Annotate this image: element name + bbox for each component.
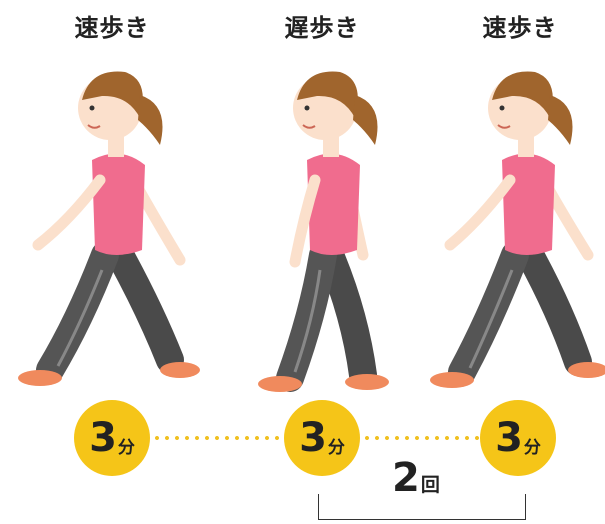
walking-woman-slow-illustration	[258, 71, 389, 392]
timer-unit: 分	[523, 437, 541, 458]
timer-badge-3: 3 分	[480, 400, 556, 476]
timer-unit: 分	[327, 437, 345, 458]
timer-badge-1: 3 分	[74, 400, 150, 476]
walking-woman-fast-illustration	[18, 71, 200, 386]
repeat-value: 2	[392, 455, 420, 501]
fast-walk-label-2: 速歩き	[482, 14, 558, 42]
timer-value: 3	[495, 415, 523, 461]
dotted-connector-2	[362, 436, 480, 440]
slow-walk-label: 遅歩き	[284, 14, 360, 42]
repeat-bracket	[318, 494, 526, 520]
timer-value: 3	[89, 415, 117, 461]
timer-unit: 分	[117, 437, 135, 458]
dotted-connector-1	[152, 436, 282, 440]
walking-woman-fast-illustration-2	[430, 71, 605, 388]
repeat-count: 2 回	[392, 458, 440, 498]
repeat-unit: 回	[420, 474, 440, 496]
timer-value: 3	[299, 415, 327, 461]
fast-walk-label-1: 速歩き	[74, 14, 150, 42]
timer-badge-2: 3 分	[284, 400, 360, 476]
